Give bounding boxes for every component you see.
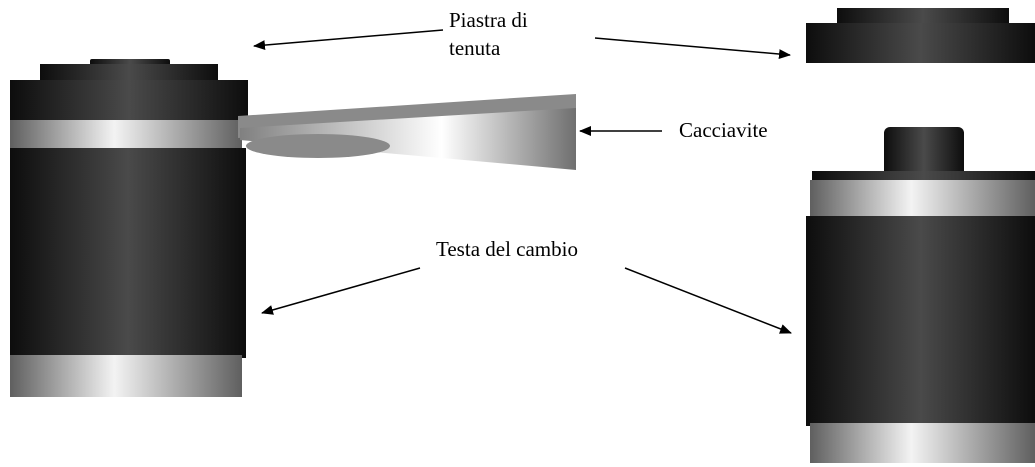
left-metal-band-bottom: [10, 355, 242, 397]
right-metal-band-bottom: [810, 423, 1035, 463]
left-body-cylinder: [10, 148, 246, 358]
right-seal-plate-lower: [806, 23, 1035, 63]
arrow-seal-plate-left: [253, 29, 444, 51]
left-gear-head-assembly: [10, 59, 248, 397]
arrow-gear-head-left: [261, 267, 421, 315]
left-metal-band-top: [10, 120, 242, 150]
left-seal-plate-lower: [10, 80, 248, 120]
label-gear-head: Testa del cambio: [436, 237, 578, 261]
screwdriver: [238, 94, 576, 170]
label-seal-plate: Piastra di tenuta: [449, 6, 528, 62]
label-screwdriver: Cacciavite: [679, 118, 768, 142]
right-seal-plate: [806, 8, 1035, 63]
screwdriver-blade-face: [240, 108, 576, 170]
right-shaft-boss: [884, 127, 964, 177]
arrow-gear-head-right: [624, 267, 792, 334]
right-metal-band-top: [810, 180, 1035, 220]
left-seal-plate-upper: [40, 64, 218, 84]
label-seal-plate-line1: Piastra di: [449, 8, 528, 32]
screwdriver-blade-shadow: [246, 134, 390, 158]
right-body-cylinder: [806, 216, 1035, 426]
arrow-seal-plate-right: [594, 37, 791, 60]
right-gear-head: [806, 127, 1035, 463]
label-seal-plate-line2: tenuta: [449, 36, 501, 60]
